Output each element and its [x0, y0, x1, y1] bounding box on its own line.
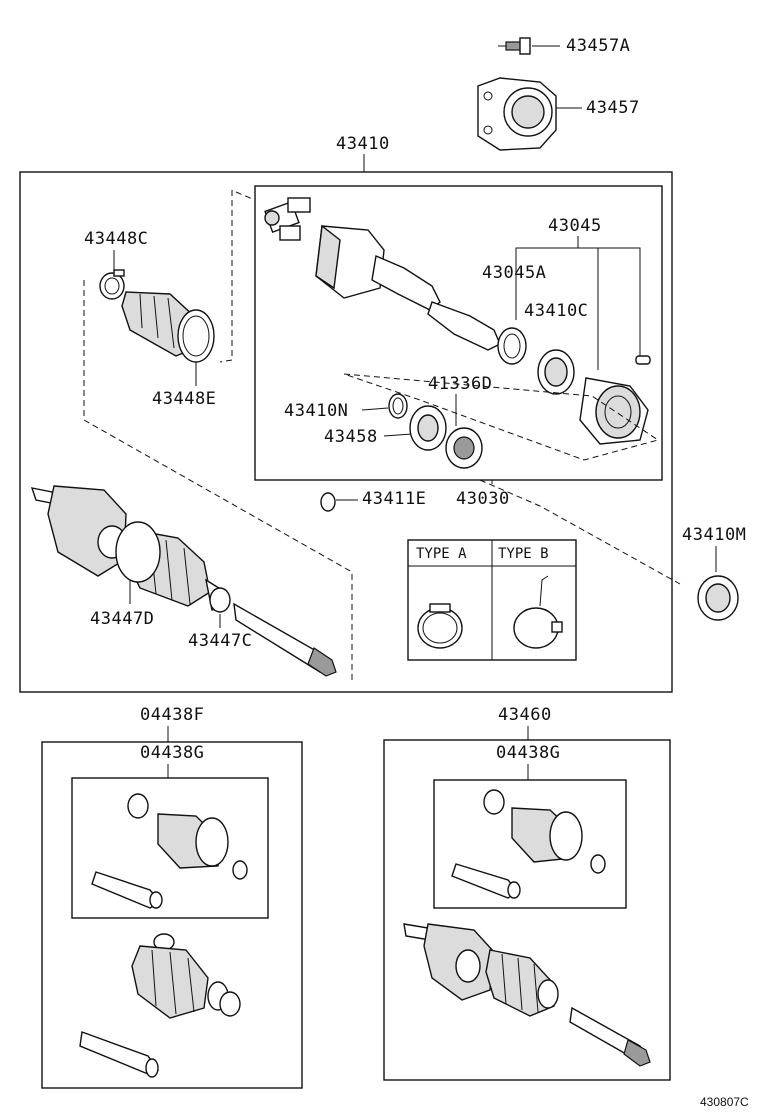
bolt-43457A [498, 37, 531, 55]
type-box: TYPE A TYPE B [407, 539, 577, 661]
kit-inner-box-left [71, 777, 269, 919]
seal-43410M [697, 575, 739, 621]
label-43460: 43460 [498, 705, 552, 725]
seal-41336D [445, 427, 483, 469]
kit-inner-box-right [433, 779, 627, 909]
label-43458: 43458 [324, 427, 378, 447]
kit-box-43460 [383, 739, 671, 1081]
type-b-label: TYPE B [498, 546, 549, 562]
leader-43045 [515, 236, 641, 370]
type-a-label: TYPE A [416, 546, 467, 562]
kit-right-drive-shaft [403, 923, 651, 1067]
label-43411E: 43411E [362, 489, 426, 509]
assembly-box-43410 [19, 171, 673, 693]
label-43410C: 43410C [524, 301, 588, 321]
dash-bearing-group [343, 373, 660, 461]
bearing-bracket-43457 [477, 77, 557, 151]
label-04438G-left: 04438G [140, 743, 204, 763]
clamp-43448C [99, 269, 125, 300]
kit-right-inner-parts [451, 789, 606, 899]
ring-43410C [537, 349, 575, 395]
kit-left-outer-boot [79, 933, 241, 1078]
label-43448E: 43448E [152, 389, 216, 409]
snap-ring-43410N [388, 393, 408, 419]
label-43447C: 43447C [188, 631, 252, 651]
label-43410N: 43410N [284, 401, 348, 421]
label-04438F: 04438F [140, 705, 204, 725]
dash-tripod [235, 191, 256, 201]
label-43045: 43045 [548, 216, 602, 236]
label-43457A: 43457A [566, 36, 630, 56]
label-41336D: 41336D [428, 374, 492, 394]
boot-43448E [121, 291, 215, 363]
clamp-type-a-icon [417, 603, 463, 649]
label-43030: 43030 [456, 489, 510, 509]
clamp-type-b-icon [513, 575, 563, 649]
label-43410: 43410 [336, 134, 390, 154]
dash-43410M [479, 479, 681, 585]
inner-box-43030 [254, 185, 663, 481]
label-43447D: 43447D [90, 609, 154, 629]
label-43410M: 43410M [682, 525, 746, 545]
label-04438G-right: 04438G [496, 743, 560, 763]
snap-ring-43045A [497, 327, 527, 365]
drive-shaft-outer-joint [30, 485, 337, 677]
figure-number: 430807C [700, 1095, 749, 1109]
kit-box-04438F [41, 741, 303, 1089]
label-43448C: 43448C [84, 229, 148, 249]
leader-43410N [361, 407, 389, 411]
leader-43458 [383, 433, 413, 437]
kit-left-inner-parts [91, 793, 248, 909]
label-43045A: 43045A [482, 263, 546, 283]
tripod-spider [264, 197, 311, 241]
label-43457: 43457 [586, 98, 640, 118]
bearing-43458 [409, 405, 447, 451]
outer-race-housing [315, 224, 501, 351]
snap-ring-43411E [320, 492, 336, 512]
dash-boot-top [219, 190, 233, 363]
clip-43045 [635, 355, 651, 365]
dash-outer-joint [83, 280, 353, 680]
